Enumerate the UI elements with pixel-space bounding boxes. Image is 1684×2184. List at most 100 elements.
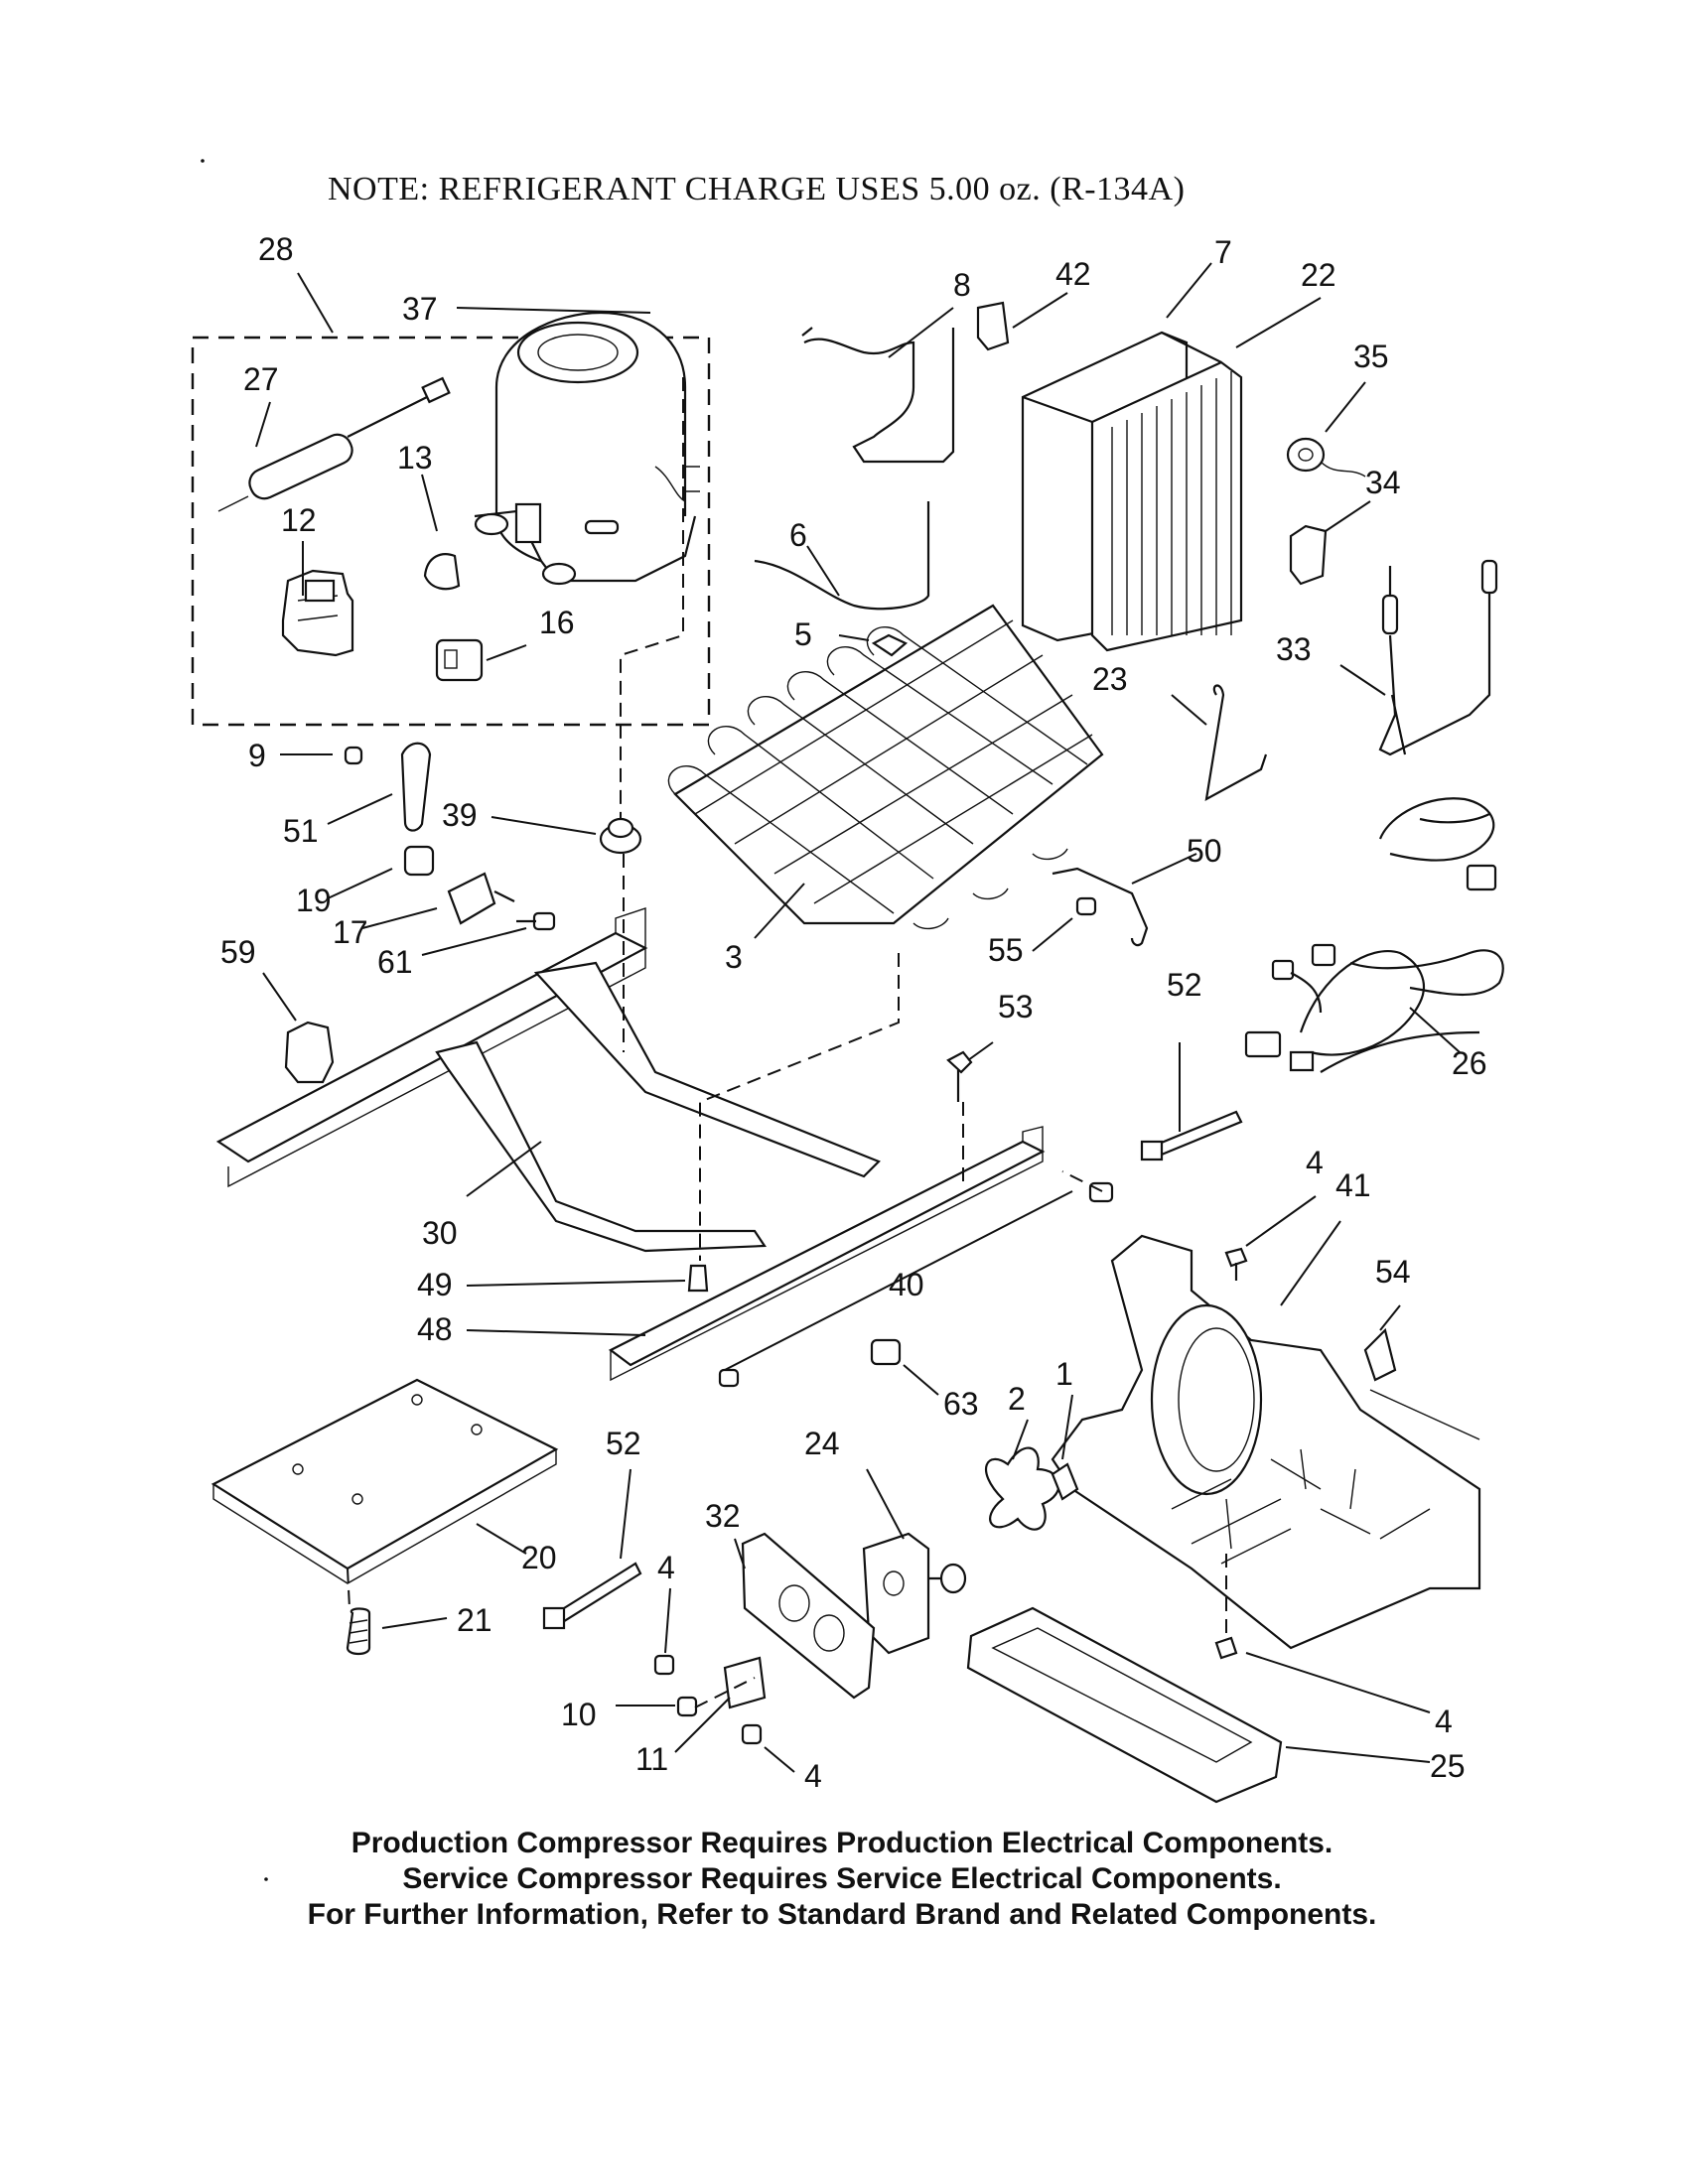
callout-48: 48 bbox=[417, 1311, 453, 1347]
callout-10: 10 bbox=[561, 1697, 597, 1732]
bracket-42 bbox=[976, 301, 1010, 351]
screw-4-base bbox=[1214, 1636, 1238, 1660]
callout-6: 6 bbox=[789, 517, 807, 553]
screw-55 bbox=[1075, 896, 1097, 916]
callout-54: 54 bbox=[1375, 1254, 1411, 1290]
callout-22: 22 bbox=[1301, 257, 1336, 293]
tube-8 bbox=[801, 327, 955, 464]
fan-motor-24 bbox=[862, 1532, 967, 1655]
callout-37: 37 bbox=[402, 291, 438, 327]
callout-61: 61 bbox=[377, 944, 413, 980]
callout-4-mid: 4 bbox=[657, 1550, 675, 1585]
compressor bbox=[474, 311, 700, 586]
pad-20 bbox=[210, 1378, 559, 1584]
evaporator bbox=[667, 604, 1104, 930]
callout-21: 21 bbox=[457, 1602, 492, 1638]
callout-5: 5 bbox=[794, 616, 812, 652]
callout-labels: 28 37 27 13 12 16 8 42 7 22 35 34 6 5 23… bbox=[220, 231, 1487, 1794]
callout-12: 12 bbox=[281, 502, 317, 538]
scan-speck bbox=[201, 159, 205, 163]
callout-34: 34 bbox=[1365, 465, 1401, 500]
callout-19: 19 bbox=[296, 883, 332, 918]
wiring-harness bbox=[1244, 797, 1504, 1073]
callout-52-lower: 52 bbox=[606, 1426, 641, 1461]
callout-8: 8 bbox=[953, 267, 971, 303]
callout-32: 32 bbox=[705, 1498, 741, 1534]
refrigerant-note: NOTE: REFRIGERANT CHARGE USES 5.00 oz. (… bbox=[328, 171, 1186, 207]
fan-blade-2 bbox=[984, 1446, 1060, 1531]
capacitor-17 bbox=[447, 872, 515, 925]
footer-line-2: Service Compressor Requires Service Elec… bbox=[402, 1862, 1282, 1895]
clip-59 bbox=[284, 1021, 335, 1084]
part-19 bbox=[403, 845, 435, 877]
callout-40: 40 bbox=[889, 1267, 924, 1302]
overload-protector bbox=[281, 569, 354, 657]
clip-5 bbox=[871, 633, 909, 657]
callout-26: 26 bbox=[1452, 1045, 1487, 1081]
screw-61 bbox=[516, 911, 556, 931]
callout-20: 20 bbox=[521, 1540, 557, 1575]
clip-34 bbox=[1289, 524, 1328, 586]
spring-21 bbox=[346, 1607, 371, 1656]
callout-23: 23 bbox=[1092, 661, 1128, 697]
footer-line-3: For Further Information, Refer to Standa… bbox=[307, 1898, 1377, 1931]
callout-39: 39 bbox=[442, 797, 478, 833]
condenser bbox=[1021, 331, 1243, 652]
callout-24: 24 bbox=[804, 1426, 840, 1461]
bracket-50 bbox=[1052, 867, 1149, 947]
drain-pan-25 bbox=[966, 1606, 1283, 1804]
callout-59: 59 bbox=[220, 934, 256, 970]
tube-33 bbox=[1378, 559, 1498, 756]
callout-52-upper: 52 bbox=[1167, 967, 1202, 1003]
tie-52-lower bbox=[542, 1562, 642, 1630]
bracket-32 bbox=[741, 1532, 876, 1700]
clip-13 bbox=[423, 553, 461, 591]
callout-3: 3 bbox=[725, 939, 743, 975]
callout-4-bottom: 4 bbox=[804, 1758, 822, 1794]
callout-17: 17 bbox=[333, 914, 368, 950]
nut-63 bbox=[870, 1338, 902, 1366]
grommet-35 bbox=[1286, 437, 1366, 478]
screw-4-lower bbox=[741, 1723, 763, 1745]
bracket-49-screw bbox=[687, 1264, 709, 1293]
callout-41: 41 bbox=[1335, 1167, 1371, 1203]
scan-speck bbox=[264, 1877, 268, 1881]
callout-30: 30 bbox=[422, 1215, 458, 1251]
callout-4-top: 4 bbox=[1306, 1145, 1324, 1180]
footer-line-1: Production Compressor Requires Productio… bbox=[351, 1827, 1333, 1859]
callout-27: 27 bbox=[243, 361, 279, 397]
callout-2: 2 bbox=[1008, 1381, 1026, 1417]
callout-25: 25 bbox=[1430, 1748, 1466, 1784]
callout-7: 7 bbox=[1214, 234, 1232, 270]
wire-nut-54 bbox=[1363, 1327, 1397, 1382]
callout-42: 42 bbox=[1055, 256, 1091, 292]
screw-10 bbox=[676, 1696, 698, 1717]
callout-16: 16 bbox=[539, 605, 575, 640]
callout-11: 11 bbox=[635, 1741, 668, 1777]
callout-4-right: 4 bbox=[1435, 1704, 1453, 1739]
screw-40b bbox=[718, 1368, 740, 1388]
rail-48 bbox=[608, 1126, 1046, 1382]
grommet-39 bbox=[599, 817, 642, 855]
tube-6 bbox=[754, 501, 930, 611]
screw-53 bbox=[946, 1050, 973, 1102]
callout-13: 13 bbox=[397, 440, 433, 476]
callout-9: 9 bbox=[248, 738, 266, 773]
relay-16 bbox=[435, 638, 484, 682]
callout-1: 1 bbox=[1055, 1356, 1073, 1392]
bracket-23 bbox=[1204, 684, 1268, 802]
fan-shroud bbox=[1051, 1234, 1481, 1650]
drier-filter bbox=[217, 376, 451, 512]
callout-53: 53 bbox=[998, 989, 1034, 1024]
callout-55: 55 bbox=[988, 932, 1024, 968]
callout-35: 35 bbox=[1353, 339, 1389, 374]
compressor-kit-boundary bbox=[191, 336, 711, 727]
screw-4-upper bbox=[1224, 1247, 1248, 1281]
callout-28: 28 bbox=[258, 231, 294, 267]
hose-51 bbox=[400, 742, 432, 832]
callout-51: 51 bbox=[283, 813, 319, 849]
fan-bracket-1 bbox=[1051, 1462, 1079, 1501]
screw-4-mid bbox=[653, 1654, 675, 1676]
